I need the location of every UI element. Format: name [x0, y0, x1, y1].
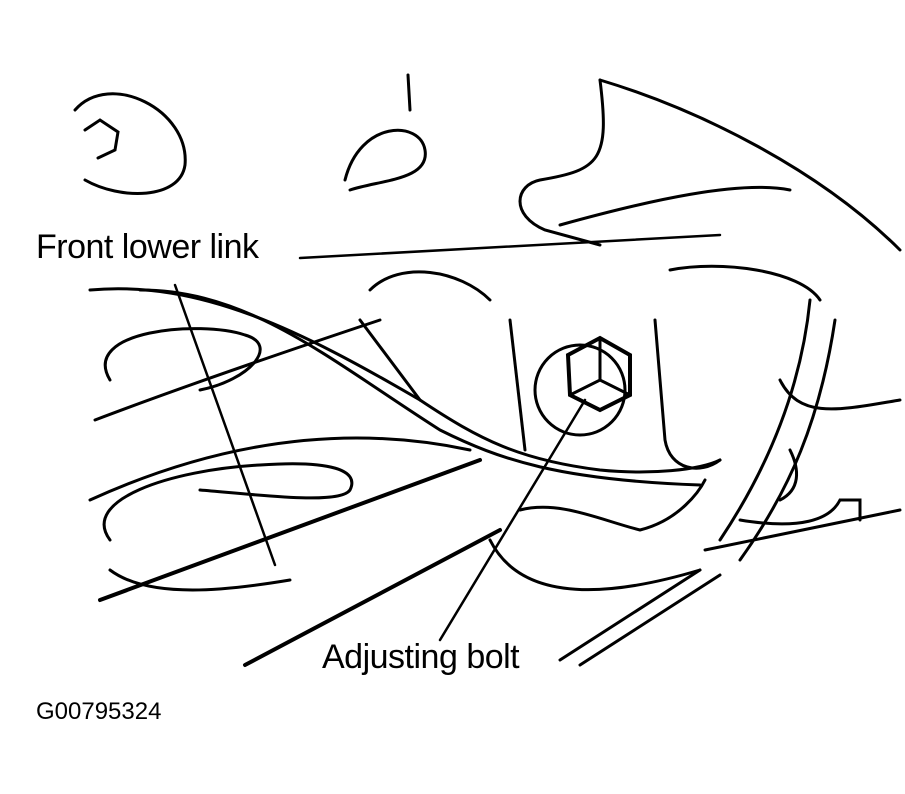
upper-bump: [343, 128, 427, 192]
coil-spring: [103, 327, 262, 392]
cam-washer: [533, 343, 627, 437]
small-nut: [83, 118, 120, 160]
leader-line-front-lower-link: [298, 233, 722, 260]
front-lower-link: [88, 287, 722, 474]
label-adjusting-bolt: Adjusting bolt: [322, 638, 520, 676]
body-panel: [518, 78, 605, 247]
leader-line-adjusting-bolt: [438, 398, 587, 642]
figure-id: G00795324: [36, 698, 162, 725]
upper-left-mount: [73, 92, 187, 195]
label-front-lower-link: Front lower link: [36, 228, 259, 266]
